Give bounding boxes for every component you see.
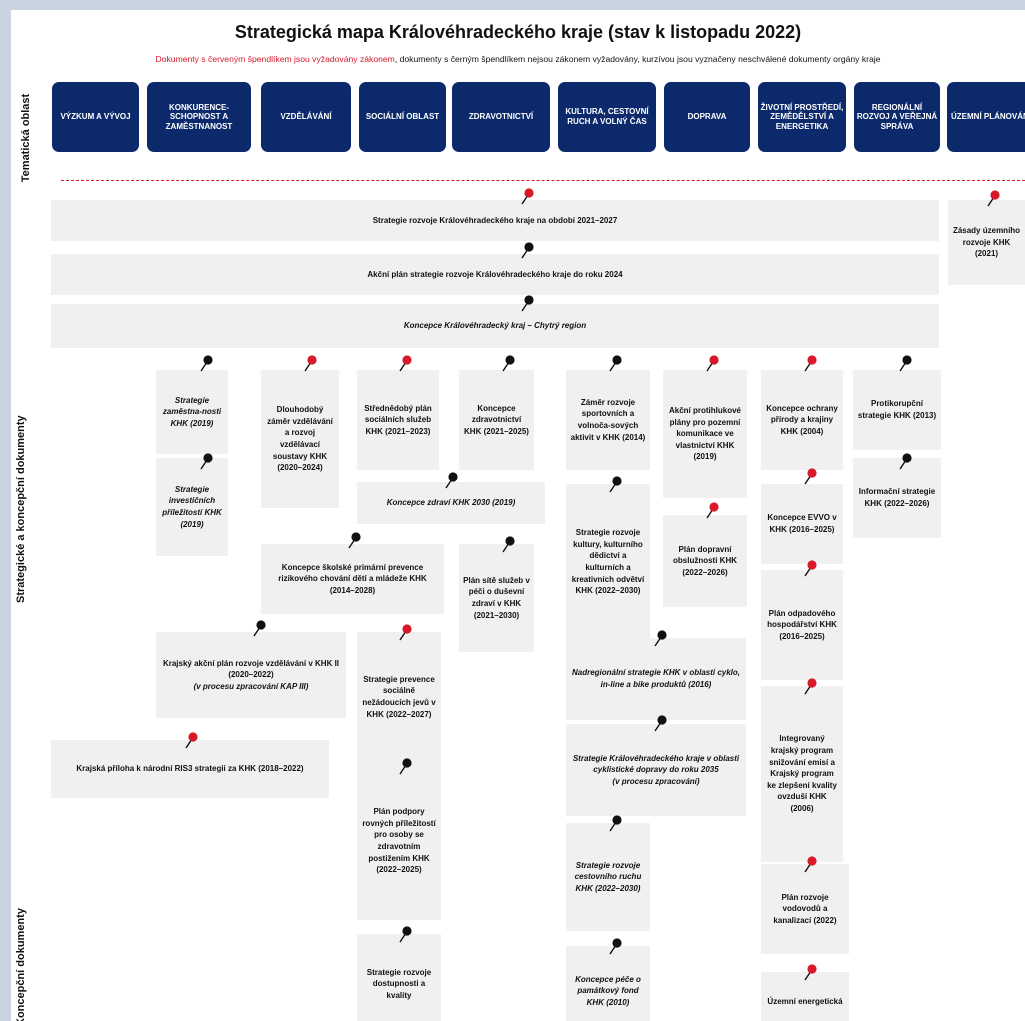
- theme-socialni: SOCIÁLNÍ OBLAST: [359, 82, 446, 152]
- black-pin-icon: [502, 355, 515, 372]
- theme-konkurenceschopnost: KONKURENCE-SCHOPNOST A ZAMĚSTNANOST: [147, 82, 251, 152]
- red-pin-icon: [804, 560, 817, 577]
- black-pin-icon: [899, 355, 912, 372]
- doc-box: Krajská příloha k národní RIS3 strategii…: [51, 740, 329, 798]
- doc-box: Strategie rozvoje Královéhradeckého kraj…: [51, 200, 939, 241]
- left-margin-band: [0, 170, 3, 870]
- red-pin-icon: [804, 678, 817, 695]
- doc-box: Informační strategie KHK (2022–2026): [853, 458, 941, 538]
- legend-subtitle: Dokumenty s červeným špendlíkem jsou vyž…: [11, 54, 1025, 64]
- doc-box: Strategie Královéhradeckého kraje v obla…: [566, 724, 746, 816]
- red-pin-icon: [804, 468, 817, 485]
- black-pin-icon: [609, 938, 622, 955]
- black-pin-icon: [654, 715, 667, 732]
- black-pin-icon: [502, 536, 515, 553]
- theme-vzdelavani: VZDĚLÁVÁNÍ: [261, 82, 351, 152]
- doc-box: Koncepce zdraví KHK 2030 (2019): [357, 482, 545, 524]
- dashed-divider: [61, 180, 1025, 181]
- doc-box: Integrovaný krajský program snižování em…: [761, 686, 843, 862]
- red-pin-icon: [399, 624, 412, 641]
- doc-box: Koncepce školské primární prevence rizik…: [261, 544, 444, 614]
- black-pin-icon: [399, 758, 412, 775]
- doc-box: Záměr rozvoje sportovních a volnoča-sový…: [566, 370, 650, 470]
- black-pin-icon: [521, 242, 534, 259]
- legend-red-note: Dokumenty s červeným špendlíkem jsou vyž…: [155, 54, 395, 64]
- doc-box: Protikorupční strategie KHK (2013): [853, 370, 941, 450]
- theme-zivotni-prostredi: ŽIVOTNÍ PROSTŘEDÍ, ZEMĚDĚLSTVÍ A ENERGET…: [758, 82, 846, 152]
- legend-black-note: , dokumenty s černým špendlíkem nejsou z…: [394, 54, 881, 64]
- theme-uzemni-planovani: ÚZEMNÍ PLÁNOVÁNÍ: [947, 82, 1025, 152]
- theme-regionalni-rozvoj: REGIONÁLNÍ ROZVOJ A VEŘEJNÁ SPRÁVA: [854, 82, 940, 152]
- black-pin-icon: [609, 815, 622, 832]
- doc-box: Strategie prevence sociálně nežádoucích …: [357, 632, 441, 762]
- red-pin-icon: [304, 355, 317, 372]
- black-pin-icon: [253, 620, 266, 637]
- doc-box: Zásady územního rozvoje KHK (2021): [948, 200, 1025, 285]
- black-pin-icon: [609, 476, 622, 493]
- axis-label-strategicke: Strategické a koncepční dokumenty: [15, 415, 27, 603]
- doc-box: Strategie zaměstna-nosti KHK (2019): [156, 370, 228, 454]
- black-pin-icon: [200, 453, 213, 470]
- strategic-map: Strategická mapa Královéhradeckého kraje…: [11, 10, 1025, 1021]
- red-pin-icon: [706, 502, 719, 519]
- axis-label-koncepcni: Koncepční dokumenty: [15, 908, 27, 1021]
- doc-box: Koncepce ochrany přírody a krajiny KHK (…: [761, 370, 843, 470]
- black-pin-icon: [200, 355, 213, 372]
- doc-box: Plán sítě služeb v péči o duševní zdraví…: [459, 544, 534, 652]
- doc-box: Akční plán strategie rozvoje Královéhrad…: [51, 254, 939, 295]
- doc-box: Strategie rozvoje kultury, kulturního dě…: [566, 484, 650, 640]
- black-pin-icon: [899, 453, 912, 470]
- theme-kultura: KULTURA, CESTOVNÍ RUCH A VOLNÝ ČAS: [558, 82, 656, 152]
- doc-box: Plán rozvoje vodovodů a kanalizací (2022…: [761, 864, 849, 954]
- page-title: Strategická mapa Královéhradeckého kraje…: [234, 22, 802, 42]
- doc-box: Koncepce zdravotnictví KHK (2021–2025): [459, 370, 534, 470]
- theme-vyzkum: VÝZKUM A VÝVOJ: [52, 82, 139, 152]
- doc-box: Plán dopravní obslužnosti KHK (2022–2026…: [663, 515, 747, 607]
- red-pin-icon: [804, 856, 817, 873]
- black-pin-icon: [348, 532, 361, 549]
- doc-box: Nadregionální strategie KHK v oblasti cy…: [566, 638, 746, 720]
- red-pin-icon: [804, 964, 817, 981]
- doc-box: Plán podpory rovných příležitostí pro os…: [357, 762, 441, 920]
- doc-box: Územní energetická: [761, 972, 849, 1021]
- red-pin-icon: [521, 188, 534, 205]
- red-pin-icon: [987, 190, 1000, 207]
- black-pin-icon: [609, 355, 622, 372]
- black-pin-icon: [654, 630, 667, 647]
- doc-box: Akční protihlukové plány pro pozemní kom…: [663, 370, 747, 498]
- red-pin-icon: [804, 355, 817, 372]
- doc-box: Strategie rozvoje cestovního ruchu KHK (…: [566, 823, 650, 931]
- red-pin-icon: [706, 355, 719, 372]
- axis-label-tematicka-oblast: Tematická oblast: [20, 93, 32, 183]
- theme-doprava: DOPRAVA: [664, 82, 750, 152]
- doc-box: Krajský akční plán rozvoje vzdělávání v …: [156, 632, 346, 718]
- red-pin-icon: [399, 355, 412, 372]
- doc-box: Koncepce Královéhradecký kraj – Chytrý r…: [51, 304, 939, 348]
- doc-box: Strategie investičních příležitostí KHK …: [156, 458, 228, 556]
- doc-box: Plán odpadového hospodářství KHK (2016–2…: [761, 570, 843, 680]
- doc-box: Dlouhodobý záměr vzdělávání a rozvoj vzd…: [261, 370, 339, 508]
- theme-zdravotnictvi: ZDRAVOTNICTVÍ: [452, 82, 550, 152]
- black-pin-icon: [521, 295, 534, 312]
- doc-box: Koncepce EVVO v KHK (2016–2025): [761, 484, 843, 564]
- doc-box: Střednědobý plán sociálních služeb KHK (…: [357, 370, 439, 470]
- red-pin-icon: [185, 732, 198, 749]
- doc-box: Koncepce péče o památkový fond KHK (2010…: [566, 946, 650, 1021]
- black-pin-icon: [445, 472, 458, 489]
- doc-box: Strategie rozvoje dostupnosti a kvality: [357, 934, 441, 1021]
- black-pin-icon: [399, 926, 412, 943]
